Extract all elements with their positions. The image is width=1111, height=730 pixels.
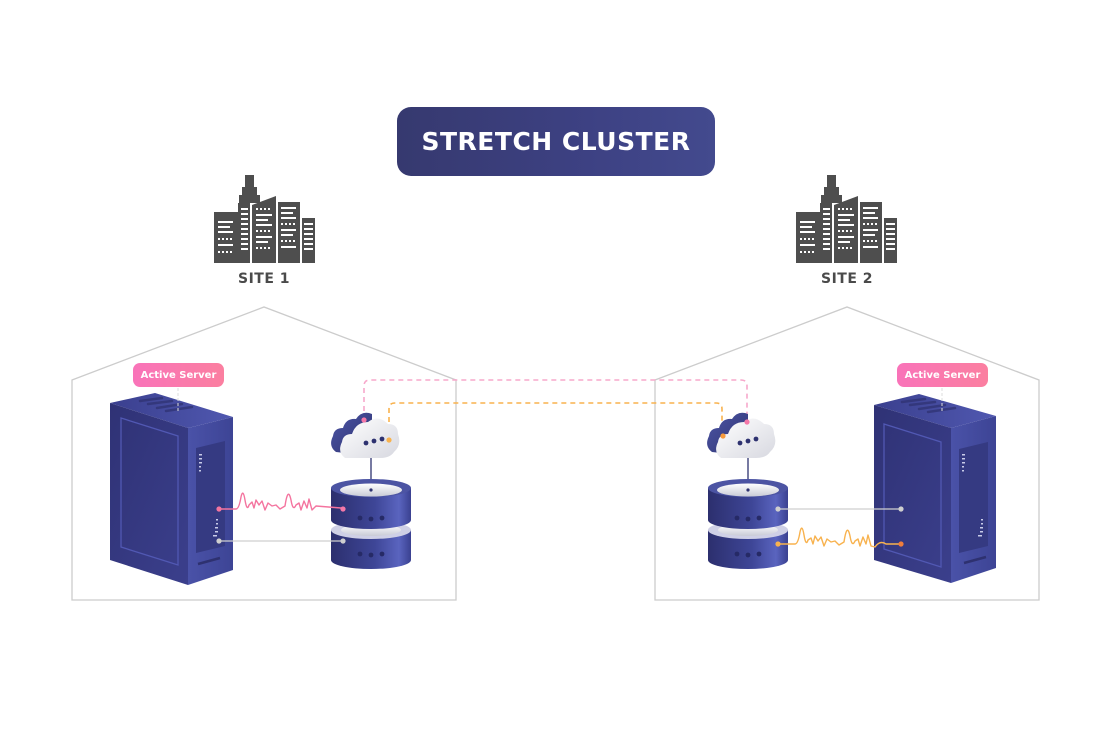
diagram-title: STRETCH CLUSTER: [397, 107, 715, 176]
site-2-badge-wrapper: Active Server: [897, 363, 988, 387]
orange-replication-link: [388, 402, 723, 440]
pink-port: [361, 417, 367, 423]
site-2-heartbeat-signal: [778, 527, 901, 548]
site-1-label: SITE 1: [237, 271, 291, 287]
site-2-building-icon: [796, 175, 897, 263]
site-2-label: SITE 2: [820, 271, 874, 287]
orange-port: [720, 433, 726, 439]
site-2-active-server-badge: Active Server: [897, 363, 988, 387]
site-1-boundary: [71, 306, 457, 601]
site-1-active-server[interactable]: [110, 388, 233, 585]
site-2-cloud-icon[interactable]: [707, 412, 776, 458]
server-front-face: [874, 405, 951, 583]
site-2-active-server[interactable]: [874, 388, 996, 583]
pink-replication-link: [363, 379, 748, 420]
site-1-heartbeat-signal: [219, 492, 342, 511]
site-1-cloud-icon[interactable]: [331, 412, 400, 458]
server-front-face: [110, 403, 188, 585]
orange-port: [386, 437, 392, 443]
site-2-boundary: [654, 306, 1040, 601]
site-1-active-server-badge: Active Server: [133, 363, 224, 387]
site-2-database-icon[interactable]: [708, 479, 788, 569]
pink-port: [744, 419, 750, 425]
site-1-badge-wrapper: Active Server: [133, 363, 224, 387]
site-1-database-icon[interactable]: [331, 479, 411, 569]
site-1-building-icon: [214, 175, 315, 263]
